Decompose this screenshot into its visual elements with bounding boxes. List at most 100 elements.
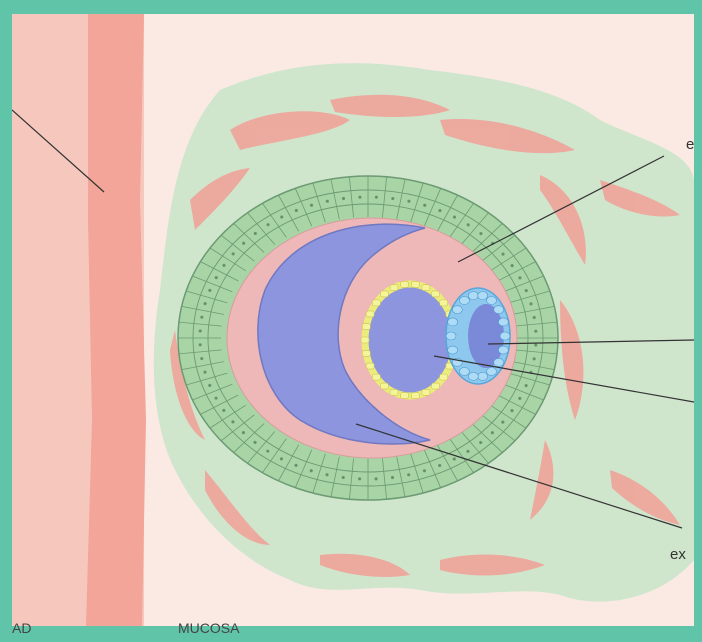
label-top-right: e	[686, 136, 694, 153]
epiblast-cell	[478, 372, 488, 380]
cell-nucleus	[232, 253, 234, 255]
cell-nucleus	[375, 478, 377, 480]
hypoblast-cell	[422, 389, 430, 395]
hypoblast-cell	[366, 311, 374, 317]
cell-nucleus	[491, 432, 493, 434]
cell-nucleus	[215, 397, 217, 399]
cell-nucleus	[254, 232, 256, 234]
hypoblast-cell	[390, 285, 398, 291]
epiblast-cell	[452, 306, 462, 314]
cell-nucleus	[519, 277, 521, 279]
cell-nucleus	[525, 289, 527, 291]
cell-nucleus	[254, 441, 256, 443]
epiblast-cell	[498, 346, 508, 354]
hypoblast-cell	[401, 393, 409, 399]
cell-nucleus	[438, 464, 440, 466]
cell-nucleus	[407, 474, 409, 476]
label-bottom-right: ex	[670, 546, 686, 563]
hypoblast-cell	[361, 337, 369, 343]
cell-nucleus	[280, 458, 282, 460]
epiblast-cell	[500, 332, 510, 340]
cell-nucleus	[480, 441, 482, 443]
hypoblast-cell	[440, 374, 448, 380]
cell-nucleus	[281, 216, 283, 218]
cell-nucleus	[232, 421, 234, 423]
hypoblast-cell	[362, 324, 370, 330]
cell-nucleus	[359, 196, 361, 198]
cell-nucleus	[511, 264, 513, 266]
cell-nucleus	[201, 316, 203, 318]
cell-nucleus	[439, 209, 441, 211]
cell-nucleus	[204, 302, 206, 304]
epiblast-cell	[487, 368, 497, 376]
hypoblast-cell	[366, 363, 374, 369]
cell-nucleus	[204, 371, 206, 373]
cell-nucleus	[535, 344, 537, 346]
cell-nucleus	[533, 358, 535, 360]
epiblast-cell	[468, 292, 478, 300]
cell-nucleus	[295, 209, 297, 211]
hypoblast-cell	[440, 300, 448, 306]
epiblast-cell	[494, 306, 504, 314]
cell-nucleus	[295, 464, 297, 466]
label-bottom-center: MUCOSA	[178, 620, 239, 636]
cell-nucleus	[223, 409, 225, 411]
epiblast-cell	[460, 368, 470, 376]
uterine-wall-muscle	[86, 14, 146, 626]
cell-nucleus	[391, 476, 393, 478]
cell-nucleus	[199, 344, 201, 346]
cell-nucleus	[223, 264, 225, 266]
cell-nucleus	[525, 384, 527, 386]
epiblast-cell	[487, 296, 497, 304]
cell-nucleus	[533, 316, 535, 318]
hypoblast-cell	[422, 285, 430, 291]
cell-nucleus	[453, 458, 455, 460]
cell-nucleus	[215, 276, 217, 278]
cell-nucleus	[358, 478, 360, 480]
epiblast-cell	[446, 332, 456, 340]
cell-nucleus	[519, 397, 521, 399]
cell-nucleus	[310, 470, 312, 472]
cell-nucleus	[267, 450, 269, 452]
epiblast-cell	[448, 346, 458, 354]
cell-nucleus	[326, 474, 328, 476]
cell-nucleus	[502, 421, 504, 423]
epiblast-cell	[494, 358, 504, 366]
hypoblast-cell	[411, 281, 419, 287]
cell-nucleus	[326, 200, 328, 202]
cell-nucleus	[201, 357, 203, 359]
cell-nucleus	[502, 253, 504, 255]
epiblast-cell	[448, 318, 458, 326]
cell-nucleus	[408, 200, 410, 202]
cell-nucleus	[424, 204, 426, 206]
epiblast-cell	[498, 318, 508, 326]
hypoblast-cell	[362, 350, 370, 356]
cell-nucleus	[267, 223, 269, 225]
cell-nucleus	[209, 384, 211, 386]
cell-nucleus	[467, 450, 469, 452]
cell-nucleus	[242, 242, 244, 244]
cell-nucleus	[423, 470, 425, 472]
cell-nucleus	[480, 232, 482, 234]
cell-nucleus	[199, 330, 201, 332]
cell-nucleus	[242, 431, 244, 433]
hypoblast-cell	[380, 291, 388, 297]
cell-nucleus	[453, 216, 455, 218]
cell-nucleus	[530, 303, 532, 305]
hypoblast-cell	[372, 374, 380, 380]
cell-nucleus	[511, 409, 513, 411]
epiblast-cell	[478, 292, 488, 300]
hypoblast-cell	[432, 291, 440, 297]
cell-nucleus	[310, 204, 312, 206]
hypoblast-cell	[380, 383, 388, 389]
cell-nucleus	[467, 224, 469, 226]
hypoblast-cell	[390, 389, 398, 395]
cell-nucleus	[375, 196, 377, 198]
hypoblast-cell	[411, 393, 419, 399]
cell-nucleus	[209, 289, 211, 291]
hypoblast-cell	[401, 281, 409, 287]
hypoblast-cell	[432, 383, 440, 389]
cell-nucleus	[535, 330, 537, 332]
